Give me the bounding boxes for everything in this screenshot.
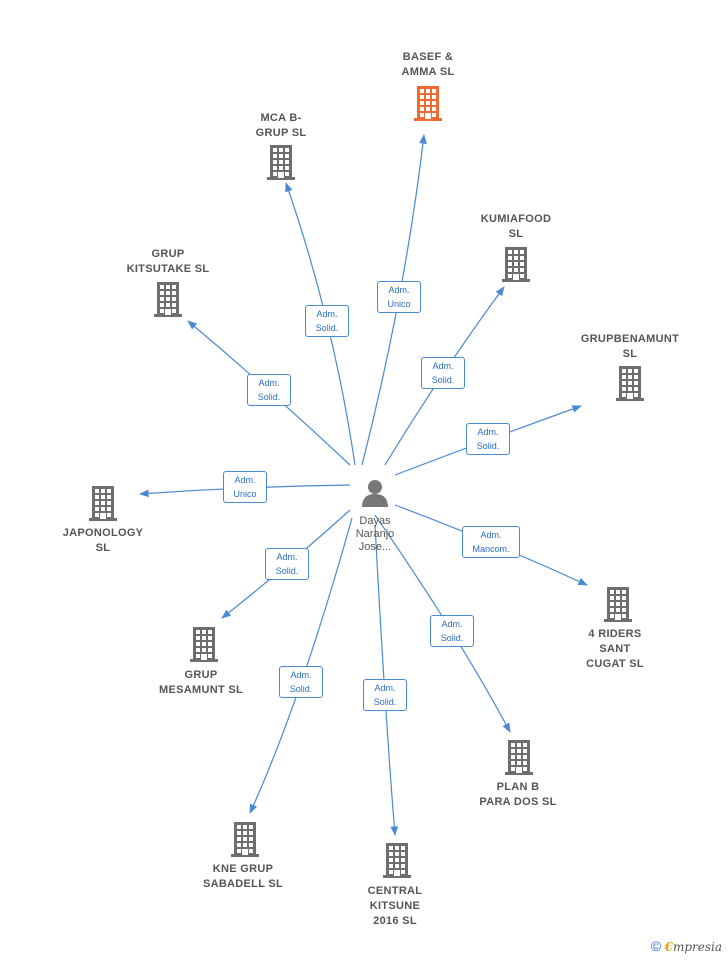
edge-role-label-kitsutake[interactable]: Adm. Solid. (247, 374, 291, 406)
edge-role-label-grupbenamunt[interactable]: Adm. Solid. (466, 423, 510, 455)
edge-role-label-kne[interactable]: Adm. Solid. (279, 666, 323, 698)
building-icon-japonology[interactable] (87, 485, 119, 526)
building-icon-kumia[interactable] (500, 246, 532, 287)
edge-role-label-4riders[interactable]: Adm. Mancom. (462, 526, 520, 558)
company-name-mca[interactable]: MCA B- GRUP SL (255, 112, 307, 139)
company-name-kumia[interactable]: KUMIAFOOD SL (480, 213, 552, 240)
copyright-brand: © €mpresia (651, 938, 722, 954)
company-name-kne[interactable]: KNE GRUP SABADELL SL (202, 863, 284, 890)
building-icon-mca[interactable] (265, 144, 297, 185)
company-name-planb[interactable]: PLAN B PARA DOS SL (479, 781, 557, 808)
edge-role-label-mesamunt[interactable]: Adm. Solid. (265, 548, 309, 580)
company-name-kitsutake[interactable]: GRUP KITSUTAKE SL (126, 248, 210, 275)
building-icon-kne[interactable] (229, 821, 261, 862)
building-icon-mesamunt[interactable] (188, 626, 220, 667)
edge-role-label-planb[interactable]: Adm. Solid. (430, 615, 474, 647)
edge-role-label-central[interactable]: Adm. Solid. (363, 679, 407, 711)
company-name-grupbenamunt[interactable]: GRUPBENAMUNT SL (580, 333, 680, 360)
copyright-icon: © (650, 938, 662, 954)
center-person-name[interactable]: Dayas Naranjo Jose... (355, 515, 395, 553)
edge-role-label-basef[interactable]: Adm. Unico (377, 281, 421, 313)
building-icon-basef[interactable] (412, 85, 444, 126)
building-icon-central[interactable] (381, 842, 413, 883)
edge-role-label-mca[interactable]: Adm. Solid. (305, 305, 349, 337)
company-name-mesamunt[interactable]: GRUP MESAMUNT SL (159, 669, 243, 696)
empresia-logo: €mpresia (664, 940, 722, 954)
building-icon-planb[interactable] (503, 739, 535, 780)
company-name-japonology[interactable]: JAPONOLOGY SL (62, 527, 144, 554)
building-icon-kitsutake[interactable] (152, 281, 184, 322)
company-name-central[interactable]: CENTRAL KITSUNE 2016 SL (367, 885, 423, 927)
edge-role-label-kumia[interactable]: Adm. Solid. (421, 357, 465, 389)
edge-role-label-japonology[interactable]: Adm. Unico (223, 471, 267, 503)
building-icon-grupbenamunt[interactable] (614, 365, 646, 406)
building-icon-4riders[interactable] (602, 586, 634, 627)
person-icon[interactable] (360, 478, 390, 508)
company-name-4riders[interactable]: 4 RIDERS SANT CUGAT SL (586, 628, 644, 670)
company-name-basef[interactable]: BASEF & AMMA SL (401, 51, 455, 78)
